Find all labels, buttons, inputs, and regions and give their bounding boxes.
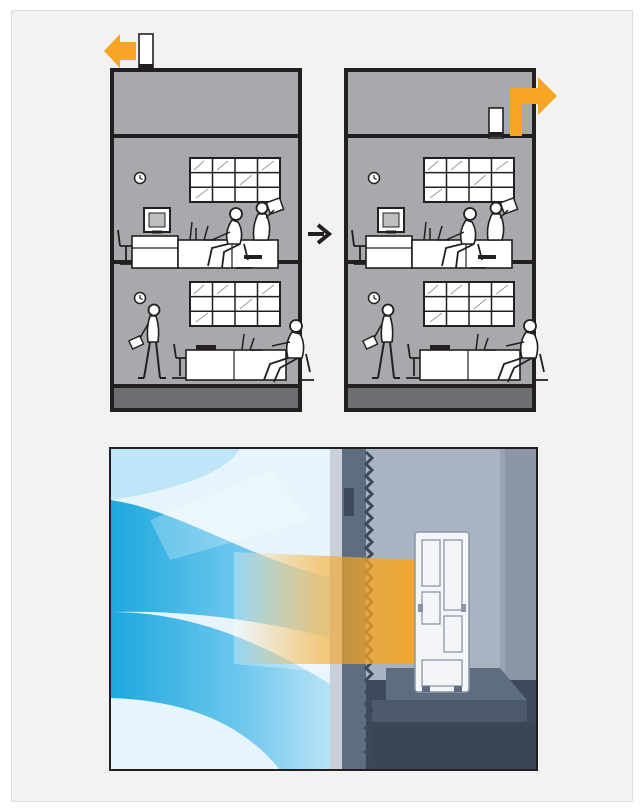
arrow-right-icon [308,225,329,243]
arrow-left-exhaust-icon [104,34,136,68]
building-before [112,70,314,410]
rooftop-unit-before [139,34,153,70]
installation-detail [110,448,537,770]
outdoor-unit-icon [415,532,469,692]
wall-mounted-unit-after [489,108,503,138]
